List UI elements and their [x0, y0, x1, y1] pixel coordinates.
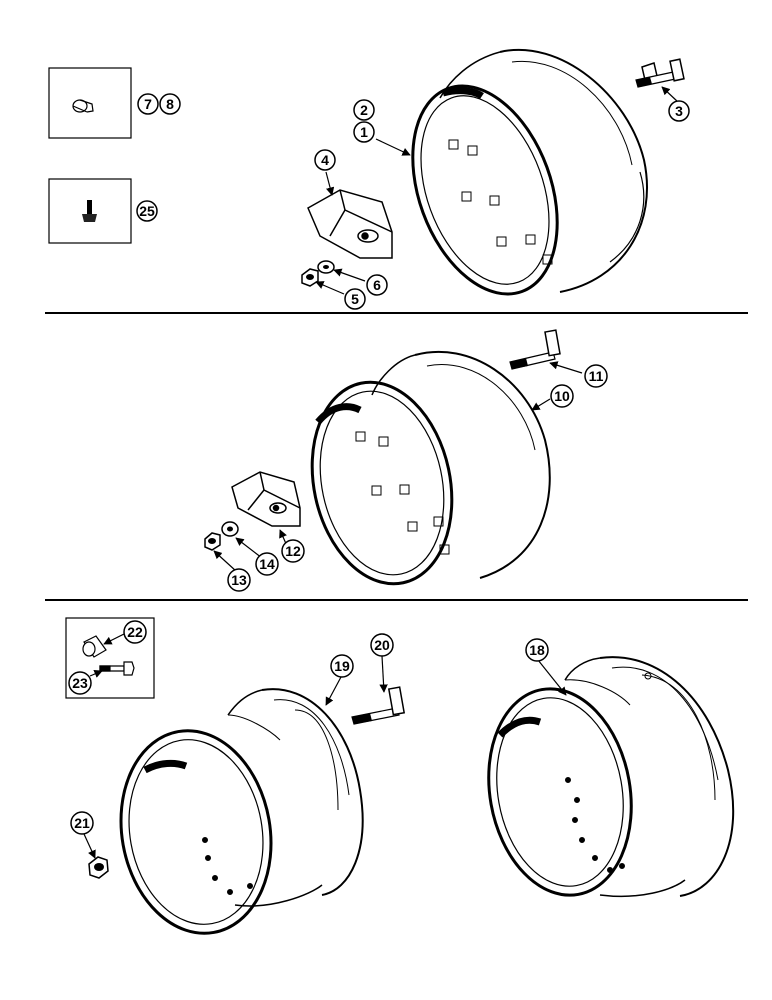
callout-5-label: 5 [351, 291, 359, 307]
callout-1-label: 1 [360, 124, 368, 140]
spacer-part [72, 99, 94, 113]
callout-6: 6 [366, 274, 388, 296]
callout-14-label: 14 [259, 556, 275, 572]
callout-19-label: 19 [334, 658, 350, 674]
nut-13 [204, 532, 221, 551]
bolt-23-part [99, 661, 135, 676]
wheel-rim-middle [310, 350, 551, 586]
callout-12: 12 [281, 539, 305, 563]
washer-6 [317, 260, 335, 274]
callout-5: 5 [344, 288, 366, 310]
callout-11-label: 11 [589, 368, 604, 384]
wheel-rim-upper [411, 49, 649, 296]
callout-20-label: 20 [374, 637, 390, 653]
callout-7: 7 [137, 93, 159, 115]
callout-1: 1 [353, 121, 375, 143]
callout-13: 13 [227, 568, 251, 592]
callout-20: 20 [370, 633, 394, 657]
wheel-rim-lower-right [487, 656, 735, 898]
callout-21: 21 [70, 811, 94, 835]
callout-11: 11 [584, 364, 608, 388]
bolt-3 [635, 58, 685, 88]
valve-stem-part [82, 200, 97, 222]
callout-4-label: 4 [321, 152, 329, 168]
nut-21 [88, 856, 109, 879]
wheel-rim-lower-left [119, 688, 364, 935]
inset-box-spacer [48, 67, 132, 139]
callout-2-label: 2 [360, 102, 368, 118]
inset-box-valve [48, 178, 132, 244]
nut-5 [301, 268, 319, 287]
callout-12-label: 12 [285, 543, 301, 559]
callout-2: 2 [353, 99, 375, 121]
callout-3-label: 3 [675, 103, 683, 119]
callout-23-label: 23 [72, 675, 88, 691]
callout-22-label: 22 [127, 624, 143, 640]
callout-8-label: 8 [166, 96, 174, 112]
inset-box-nut-bolt [65, 617, 155, 699]
callout-19: 19 [330, 654, 354, 678]
clamp-12 [231, 471, 301, 527]
callout-14: 14 [255, 552, 279, 576]
nut-22-part [82, 635, 107, 658]
callout-4: 4 [314, 149, 336, 171]
callout-6-label: 6 [373, 277, 381, 293]
callout-25-label: 25 [139, 203, 155, 219]
callout-10: 10 [550, 384, 574, 408]
bolt-11 [509, 329, 561, 370]
callout-13-label: 13 [231, 572, 247, 588]
callout-18-label: 18 [529, 642, 545, 658]
bolt-20 [351, 686, 406, 725]
callout-8: 8 [159, 93, 181, 115]
washer-14 [221, 521, 239, 537]
callout-23: 23 [68, 671, 92, 695]
clamp-4 [307, 189, 393, 259]
callout-10-label: 10 [554, 388, 570, 404]
callout-3: 3 [668, 100, 690, 122]
callout-22: 22 [123, 620, 147, 644]
callout-18: 18 [525, 638, 549, 662]
callout-25: 25 [136, 200, 158, 222]
callout-21-label: 21 [74, 815, 90, 831]
callout-7-label: 7 [144, 96, 152, 112]
